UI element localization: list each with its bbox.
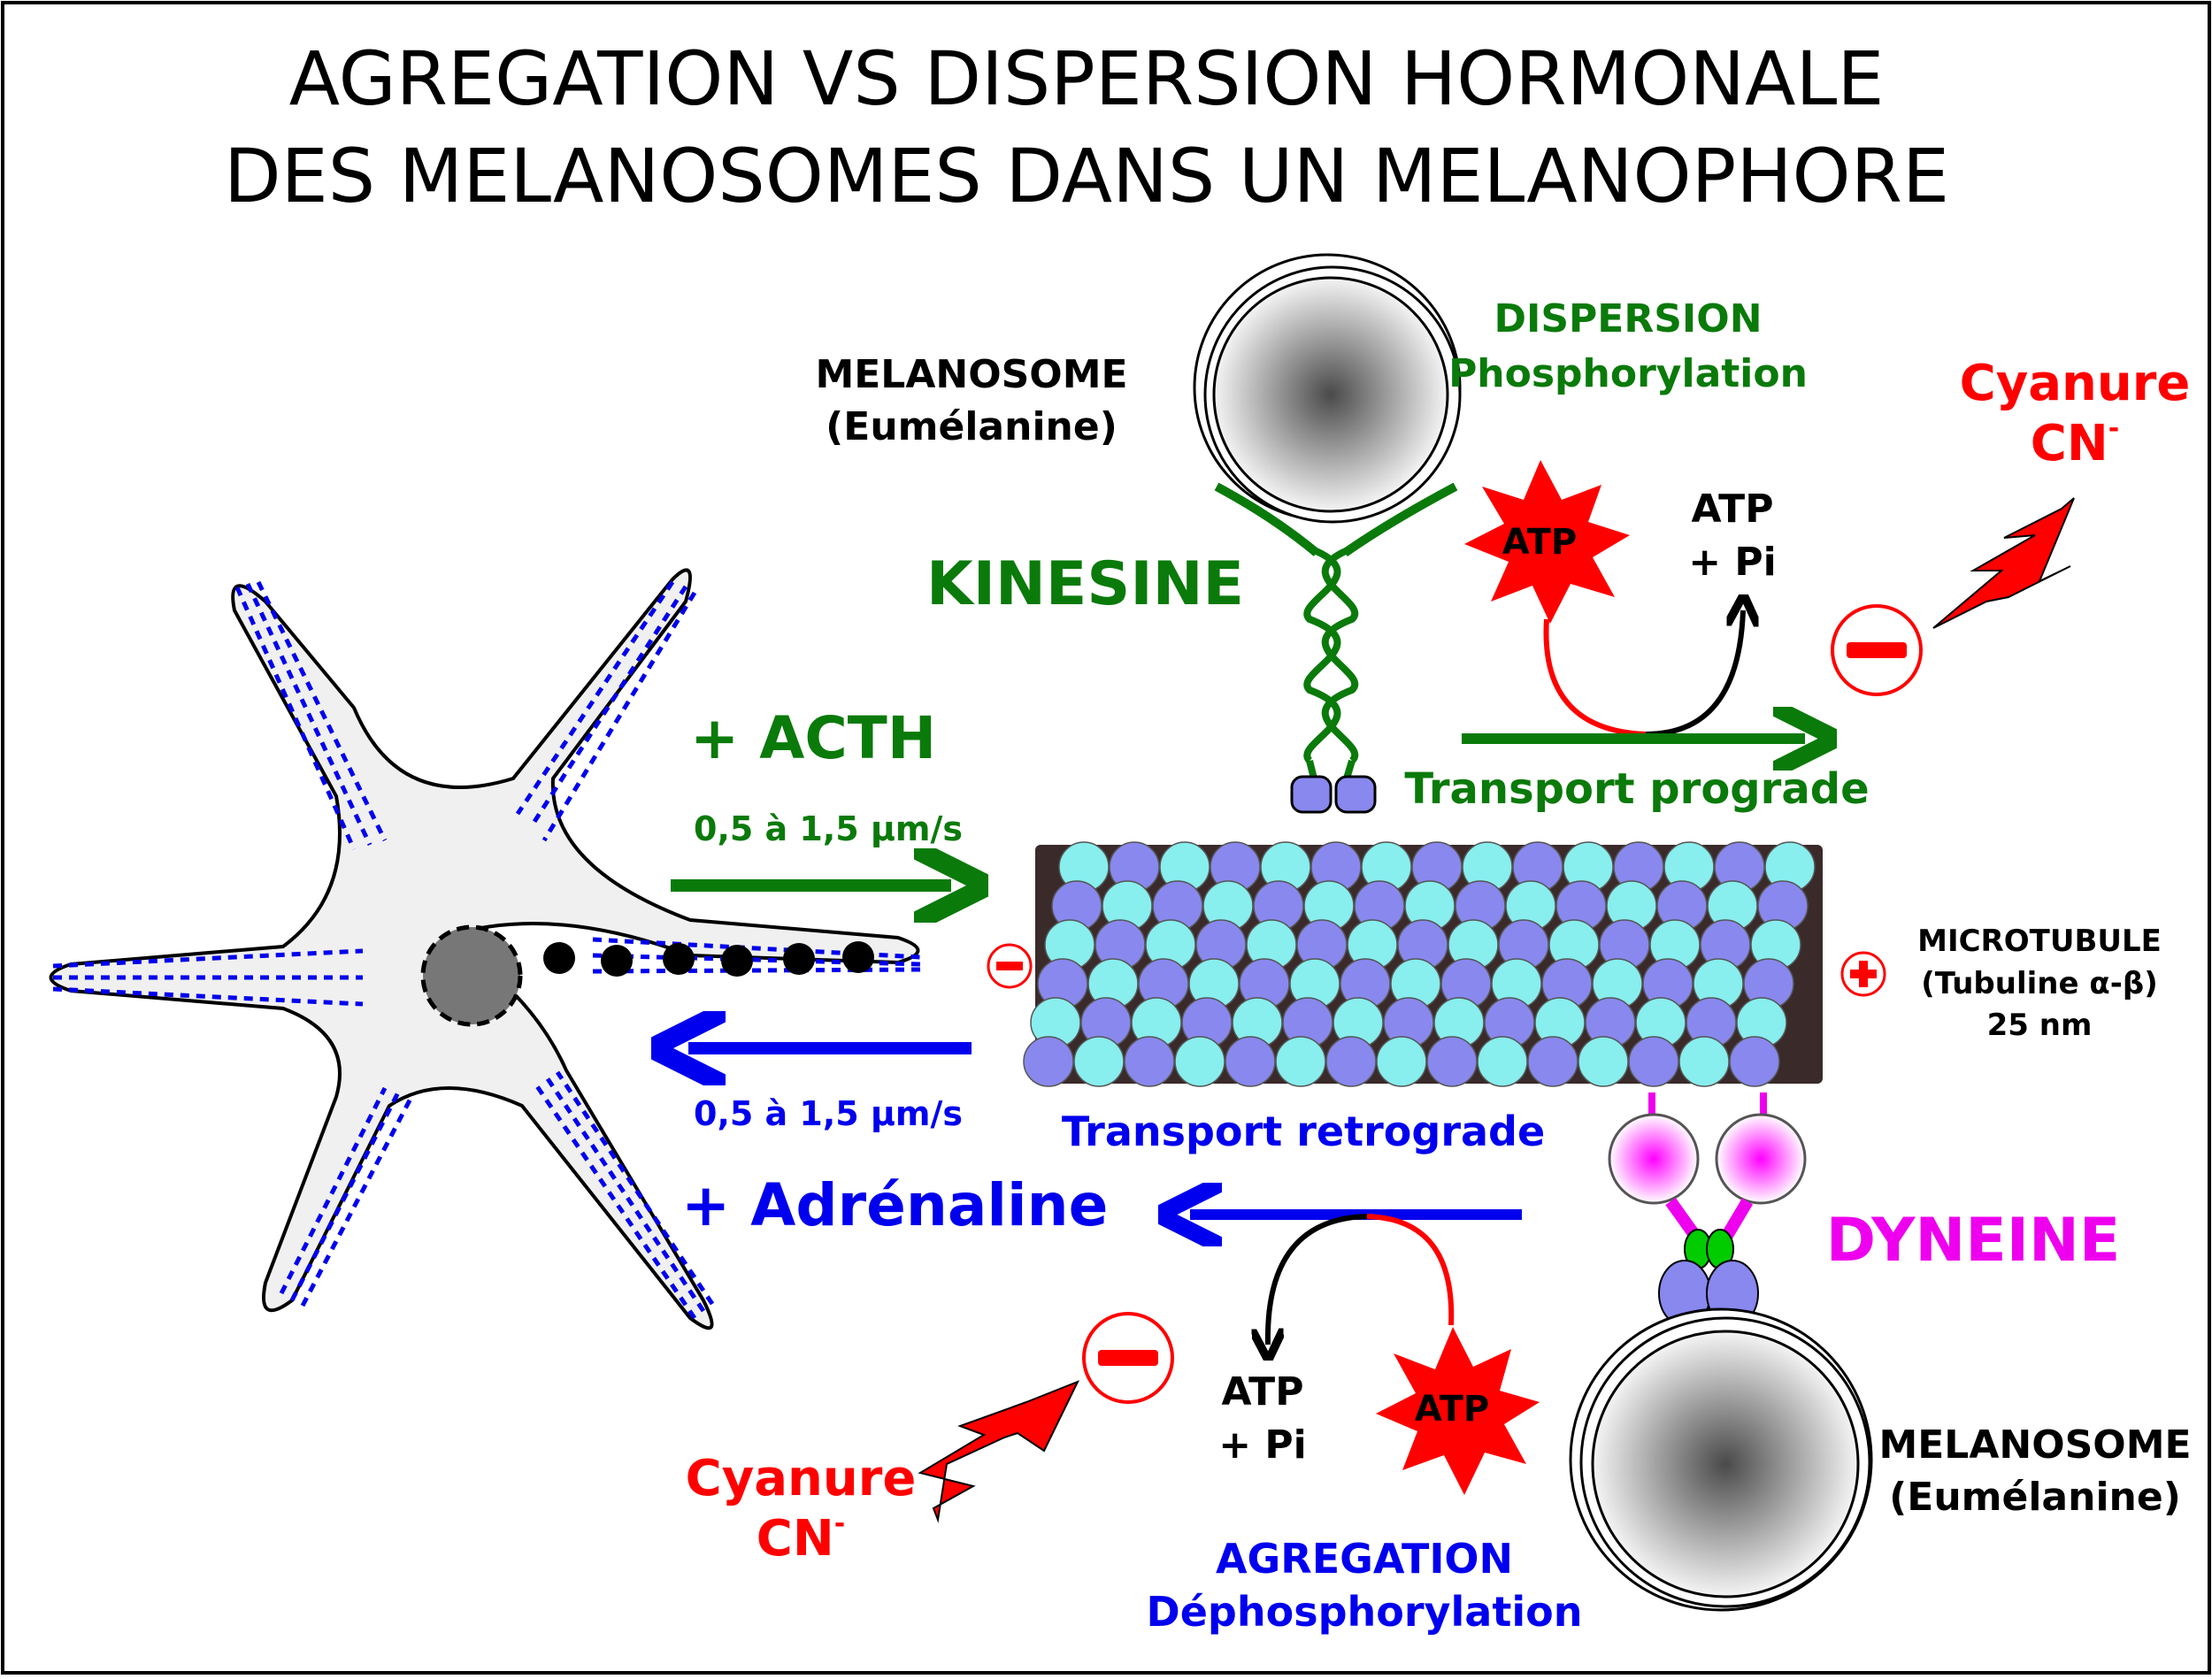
- hydrolysis-curve-top-red: [1543, 618, 1647, 737]
- tubulin-subunits: [1023, 841, 1816, 1087]
- tubulin-subunit: [1578, 1036, 1629, 1087]
- atp-products-top-1: ATP: [1692, 487, 1774, 532]
- transport-prograde-label: Transport prograde: [1404, 764, 1869, 814]
- tubulin-subunit: [1527, 1036, 1578, 1087]
- inhibition-icon-top: [1831, 604, 1923, 696]
- melanosome-bottom-sub-label: (Eumélanine): [1889, 1475, 2181, 1520]
- tubulin-subunit: [1477, 1036, 1528, 1087]
- tubulin-subunit: [1023, 1036, 1074, 1087]
- atp-products-bottom-1: ATP: [1222, 1369, 1304, 1414]
- atp-burst-bottom: [1376, 1327, 1540, 1495]
- tubulin-subunit: [1325, 1036, 1377, 1087]
- kinesin-head-left: [1290, 775, 1333, 814]
- lightning-bottom-icon: [918, 1380, 1080, 1523]
- microtubule-label: MICROTUBULE: [1917, 924, 2162, 959]
- speed-top-label: 0,5 à 1,5 µm/s: [694, 809, 963, 848]
- atp-star-bottom-label: ATP: [1415, 1389, 1489, 1430]
- plus-end-icon: [1840, 951, 1886, 997]
- tubulin-subunit: [1174, 1036, 1225, 1087]
- tubulin-subunit: [1729, 1036, 1780, 1087]
- title-line-1: AGREGATION VS DISPERSION HORMONALE: [289, 35, 1885, 122]
- tubulin-subunit: [1426, 1036, 1478, 1087]
- speed-bottom-label: 0,5 à 1,5 µm/s: [694, 1094, 963, 1133]
- dynein-motor-left: [1608, 1113, 1700, 1205]
- hydrolysis-curve-top-black: [1645, 610, 1743, 737]
- microtubule-sub-label: (Tubuline α-β): [1921, 966, 2158, 1001]
- atp-burst-top: [1464, 460, 1630, 624]
- atp-products-bottom-2: + Pi: [1218, 1422, 1307, 1468]
- cyanure-bottom-label: Cyanure: [686, 1450, 917, 1507]
- nucleus: [420, 924, 523, 1027]
- hydrolysis-curve-bottom-black: [1268, 1214, 1368, 1345]
- dispersion-label: DISPERSION: [1494, 296, 1762, 341]
- microtubule-size-label: 25 nm: [1987, 1008, 2093, 1043]
- phosphorylation-label: Phosphorylation: [1448, 351, 1808, 396]
- title-line-2: DES MELANOSOMES DANS UN MELANOPHORE: [224, 133, 1949, 219]
- tubulin-subunit: [1628, 1036, 1679, 1087]
- tubulin-subunit: [1376, 1036, 1427, 1087]
- dynein-link-right: [1719, 1198, 1754, 1242]
- tubulin-subunit: [1225, 1036, 1276, 1087]
- microtubule: [1023, 841, 1823, 1087]
- lightning-top-icon: [1932, 497, 2075, 629]
- hydrolysis-curve-bottom-red: [1366, 1214, 1455, 1326]
- atp-star-top-label: ATP: [1502, 522, 1577, 563]
- agregation-label: AGREGATION: [1216, 1535, 1513, 1583]
- melanosome-bottom: [1569, 1307, 1873, 1612]
- tubulin-subunit: [1073, 1036, 1125, 1087]
- filament-lines: [52, 580, 921, 1320]
- tubulin-subunit: [1124, 1036, 1175, 1087]
- melanosome-top: [1193, 253, 1462, 524]
- adrenaline-label: + Adrénaline: [681, 1171, 1108, 1239]
- dyneine-label: DYNEINE: [1826, 1206, 2121, 1276]
- cn-top-label: CN-: [2031, 413, 2119, 472]
- melanosome-dots: [543, 941, 874, 977]
- cn-bottom-label: CN-: [757, 1508, 845, 1568]
- kinesine-label: KINESINE: [926, 549, 1244, 619]
- minus-end-icon: [987, 943, 1033, 989]
- melanophore-cell: [49, 568, 921, 1330]
- cyanure-top-label: Cyanure: [1960, 355, 2191, 412]
- atp-products-top-2: + Pi: [1688, 540, 1777, 585]
- transport-retrograde-label: Transport retrograde: [1062, 1108, 1545, 1155]
- dynein-motor-right: [1715, 1113, 1807, 1205]
- melanosome-top-sub-label: (Eumélanine): [826, 404, 1118, 449]
- melanosome-top-label: MELANOSOME: [815, 352, 1127, 397]
- kinesin-head-right: [1334, 775, 1377, 814]
- acth-label: + ACTH: [690, 704, 936, 772]
- tubulin-subunit: [1678, 1036, 1730, 1087]
- dephosphorylation-label: Déphosphorylation: [1147, 1588, 1583, 1636]
- inhibition-icon-bottom: [1082, 1312, 1174, 1404]
- kinesin-arms: [1214, 482, 1458, 557]
- melanosome-bottom-label: MELANOSOME: [1878, 1422, 2191, 1468]
- tubulin-subunit: [1275, 1036, 1326, 1087]
